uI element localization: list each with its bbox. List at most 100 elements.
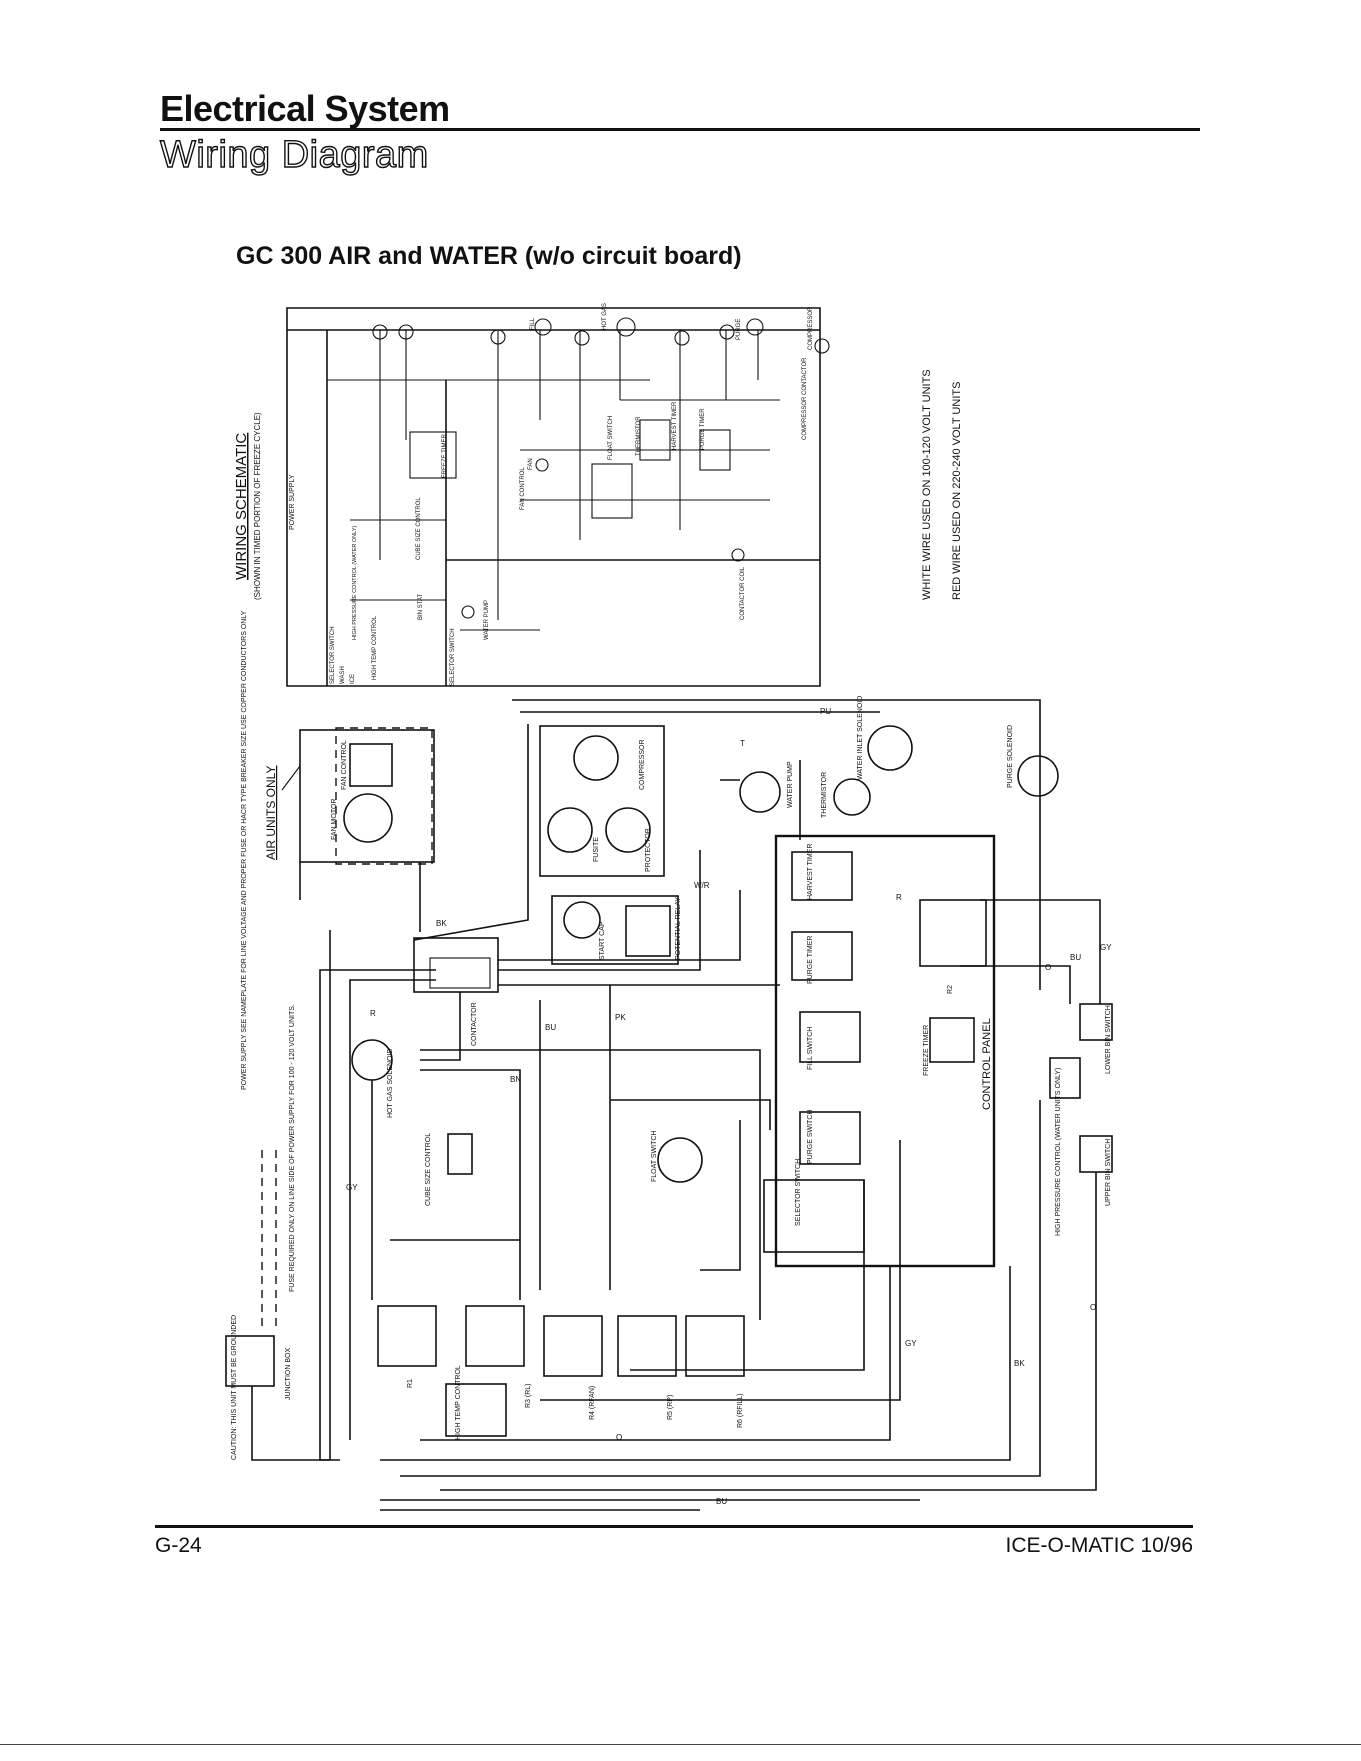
fuse-note: FUSE REQUIRED ONLY ON LINE SIDE OF POWER…	[289, 1004, 296, 1292]
section-title: Electrical System	[160, 88, 450, 129]
schematic-power-supply: POWER SUPPLY	[289, 474, 296, 530]
r3-label: R3 (RL)	[525, 1383, 532, 1408]
subsection-title: Wiring Diagram	[159, 133, 429, 176]
sch-hot-gas: HOT GAS	[602, 303, 608, 330]
junction-box-label: JUNCTION BOX	[285, 1348, 292, 1400]
wire-code-gy-1: GY	[346, 1183, 358, 1192]
water-pump-label: WATER PUMP	[787, 761, 794, 808]
protector-icon	[605, 807, 651, 853]
r6-label: R6 (RFILL)	[737, 1393, 744, 1428]
wire-code-bn-1: BN	[510, 1075, 521, 1084]
sch-compressor-contactor: COMPRESSOR CONTACTOR	[802, 357, 808, 440]
purge-solenoid-icon	[1017, 755, 1059, 797]
harvest-timer-box	[791, 851, 853, 901]
fan-motor-label: FAN MOTOR	[331, 799, 338, 840]
pictorial-diagram: AIR UNITS ONLY FAN MOTOR FAN CONTROL COM…	[225, 610, 1113, 1511]
high-pressure-label: HIGH PRESSURE CONTROL (WATER UNITS ONLY)	[1055, 1068, 1062, 1236]
high-pressure-box	[1049, 1057, 1081, 1099]
compressor-label: COMPRESSOR	[639, 739, 646, 790]
r5-label: R5 (RP)	[667, 1395, 674, 1420]
wiring-schematic: WIRING SCHEMATIC (SHOWN IN TIMED PORTION…	[233, 303, 963, 687]
sch-bin-stat: BIN STAT	[418, 594, 424, 620]
harvest-timer-label: HARVEST TIMER	[807, 844, 814, 900]
contactor-label: CONTACTOR	[471, 1002, 478, 1046]
diagram-title: GC 300 AIR and WATER (w/o circuit board)	[236, 242, 742, 270]
cube-size-control-label: CUBE SIZE CONTROL	[425, 1133, 432, 1206]
fusite-icon	[547, 807, 593, 853]
hot-gas-solenoid-label: HOT GAS SOLENOID	[387, 1049, 394, 1119]
fan-motor-box	[299, 729, 435, 863]
lower-bin-switch-label: LOWER BIN SWITCH	[1105, 1005, 1112, 1074]
float-switch-label: FLOAT SWITCH	[651, 1131, 658, 1182]
sch-contactor-coil: CONTACTOR COIL	[740, 566, 746, 620]
freeze-timer-box	[929, 1017, 975, 1063]
wire-code-bk-2: BK	[1014, 1359, 1025, 1368]
caution-note: CAUTION: THIS UNIT MUST BE GROUNDED	[231, 1315, 238, 1460]
contactor-box	[413, 937, 499, 993]
wire-code-bu-1: BU	[545, 1023, 556, 1032]
purge-timer-label: PURGE TIMER	[807, 936, 814, 985]
footer-brand: ICE-O-MATIC 10/96	[1005, 1534, 1193, 1557]
wire-code-t-1: T	[740, 739, 745, 748]
control-panel-box	[774, 834, 996, 1268]
sch-selector-switch: SELECTOR SWITCH	[330, 626, 336, 684]
sch-purge: PURGE	[736, 319, 742, 340]
wire-code-gy-3: GY	[905, 1339, 917, 1348]
sch-fan: FAN	[528, 458, 534, 470]
thermistor-icon	[833, 778, 871, 816]
lower-bin-switch-box	[1079, 1003, 1113, 1041]
sch-high-temp: HIGH TEMP CONTROL	[372, 615, 378, 680]
sch-cube-size: CUBE SIZE CONTROL	[416, 497, 422, 560]
thermistor-label: THERMISTOR	[821, 772, 828, 818]
freeze-timer-label: FREEZE TIMER	[923, 1025, 930, 1076]
schematic-subtitle: (SHOWN IN TIMED PORTION OF FREEZE CYCLE)	[253, 412, 262, 600]
start-cap-label: START CAP	[599, 921, 606, 960]
sch-high-pressure: HIGH PRESSURE CONTROL (WATER ONLY)	[352, 526, 358, 640]
water-inlet-solenoid-icon	[867, 725, 913, 771]
sch-wash: WASH	[340, 666, 346, 684]
control-panel-label: CONTROL PANEL	[981, 1018, 993, 1110]
wire-code-wr-1: W/R	[694, 881, 710, 890]
cube-size-control-box	[447, 1133, 473, 1175]
junction-box	[225, 1335, 275, 1387]
sch-selector-switch-2: SELECTOR SWITCH	[450, 628, 456, 686]
sch-freeze-timer: FREEZE TIMER	[442, 433, 448, 478]
high-temp-control-label: HIGH TEMP CONTROL	[455, 1365, 462, 1440]
purge-timer-box	[791, 931, 853, 981]
water-inlet-solenoid-label: WATER INLET SOLENOID	[857, 696, 864, 780]
sch-water-pump: WATER PUMP	[484, 600, 490, 640]
wire-code-r-2: R	[896, 893, 902, 902]
sch-thermistor: THERMISTOR	[636, 416, 642, 456]
header-rule	[160, 128, 1200, 131]
wire-code-o-2: O	[1090, 1303, 1096, 1312]
wire-code-bu-2: BU	[1070, 953, 1081, 962]
fusite-label: FUSITE	[593, 837, 600, 862]
selector-switch-label: SELECTOR SWITCH	[795, 1159, 802, 1226]
fill-switch-label: FILL SWITCH	[807, 1027, 814, 1070]
r4-relay-box	[543, 1315, 603, 1377]
r5-relay-box	[617, 1315, 677, 1377]
r2-relay-box	[919, 899, 987, 967]
potential-relay-box	[551, 895, 679, 965]
compressor-icon	[573, 735, 619, 781]
hot-gas-solenoid-icon	[351, 1039, 393, 1081]
wire-code-o-3: O	[616, 1433, 622, 1442]
wire-code-pu-1: PU	[820, 707, 831, 716]
potential-relay-label: POTENTIAL RELAY	[675, 897, 682, 960]
air-units-only: AIR UNITS ONLY	[264, 766, 278, 860]
sch-purge-timer: PURGE TIMER	[700, 408, 706, 450]
r3-relay-box	[465, 1305, 525, 1367]
r2-label: R2	[947, 985, 954, 994]
wire-code-bu-3: BU	[716, 1497, 727, 1506]
sch-fan-control: FAN CONTROL	[520, 467, 526, 510]
power-supply-note: POWER SUPPLY SEE NAMEPLATE FOR LINE VOLT…	[241, 610, 248, 1090]
sch-harvest-timer: HARVEST TIMER	[672, 401, 678, 450]
note-white-wire: WHITE WIRE USED ON 100-120 VOLT UNITS	[921, 369, 933, 600]
start-cap-icon	[563, 901, 601, 939]
sch-ice: ICE	[350, 674, 356, 684]
high-temp-control-box	[445, 1383, 507, 1437]
float-switch-icon	[657, 1137, 703, 1183]
r1-label: R1	[407, 1379, 414, 1388]
wire-code-o-1: O	[1045, 963, 1051, 972]
